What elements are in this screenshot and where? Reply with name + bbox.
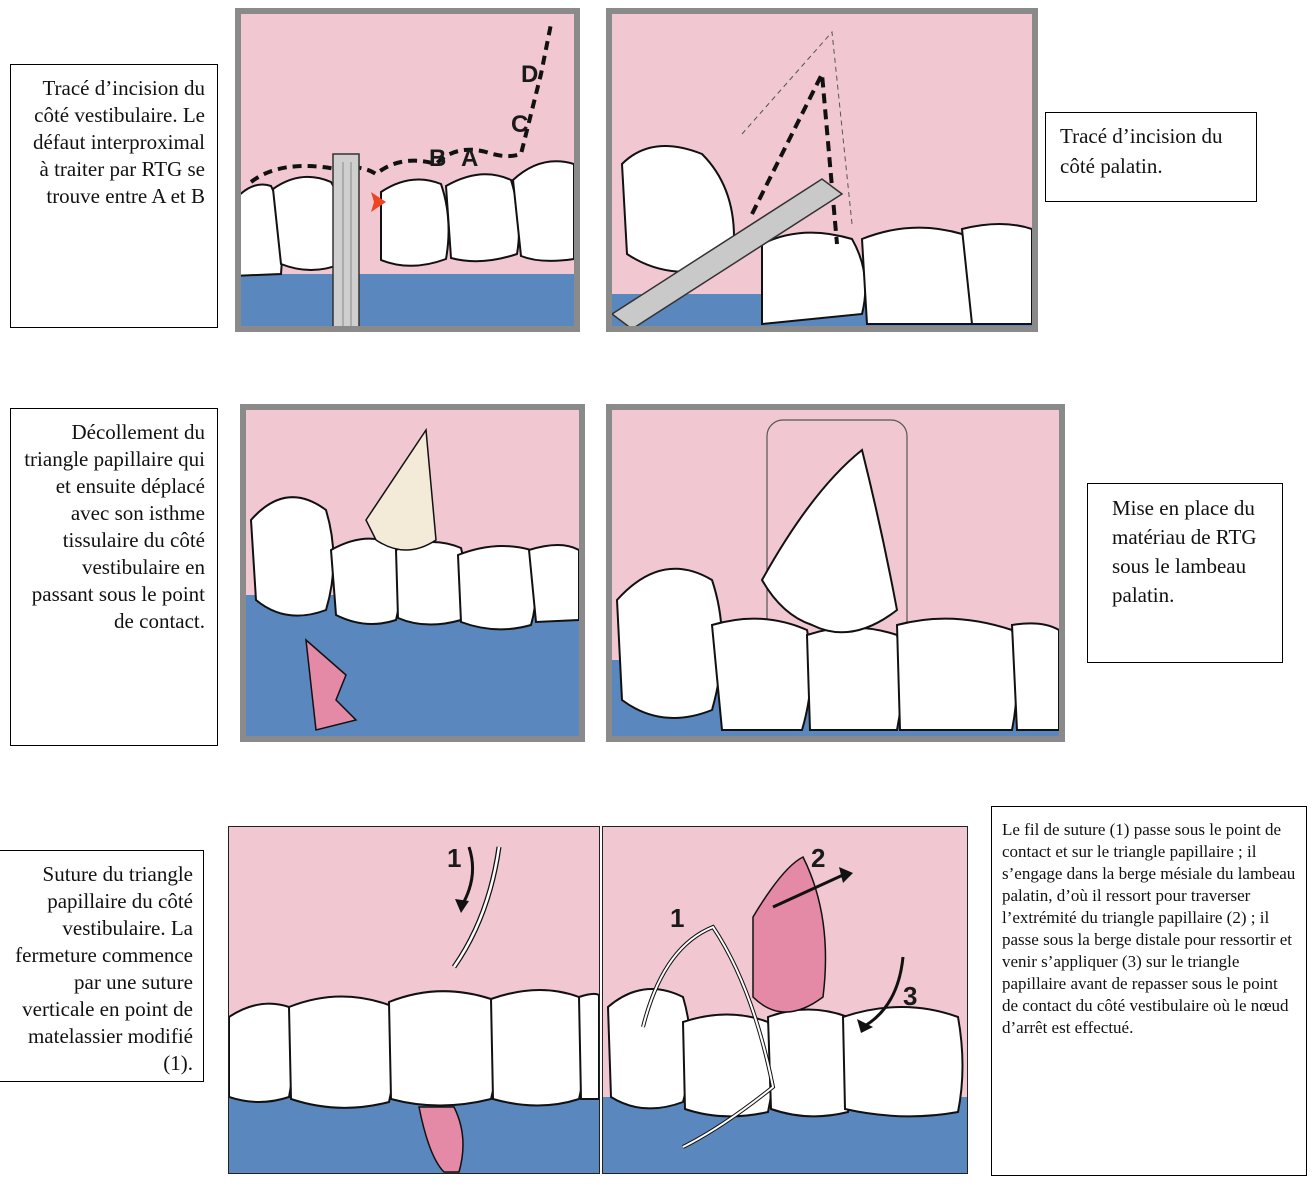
direction-arrow bbox=[461, 847, 473, 907]
panel-detachment bbox=[240, 404, 585, 742]
label-c: C bbox=[511, 111, 528, 138]
caption-membrane-placement: Mise en place du matériau de RTG sous le… bbox=[1087, 483, 1283, 663]
papillary-triangle bbox=[366, 430, 436, 550]
caption-palatal-incision: Tracé d’incision du côté palatin. bbox=[1045, 112, 1257, 202]
teeth-row bbox=[229, 990, 599, 1108]
panel-suture-path: 1 2 3 bbox=[602, 826, 968, 1174]
caption-vestibular-incision: Tracé d’incision du côté vestibulaire. L… bbox=[10, 64, 218, 328]
palatal-incision-illustration bbox=[612, 14, 1032, 326]
label-step-1: 1 bbox=[670, 903, 684, 933]
label-d: D bbox=[521, 61, 538, 88]
teeth-row bbox=[241, 161, 574, 276]
papillary-triangle bbox=[753, 857, 826, 1012]
detachment-illustration bbox=[246, 410, 579, 736]
membrane-placement-illustration bbox=[612, 410, 1059, 736]
label-step-1: 1 bbox=[447, 843, 461, 873]
vestibular-incision-illustration: B A C D bbox=[241, 14, 574, 326]
caption-suture-path: Le fil de suture (1) passe sous le point… bbox=[991, 806, 1307, 1176]
bone-area bbox=[241, 274, 574, 326]
incision-line bbox=[251, 24, 551, 182]
suture-path-illustration: 1 2 3 bbox=[603, 827, 967, 1173]
label-a: A bbox=[461, 145, 478, 172]
label-b: B bbox=[429, 145, 446, 172]
palatal-flap bbox=[762, 450, 897, 632]
label-step-3: 3 bbox=[903, 981, 917, 1011]
panel-palatal-incision bbox=[606, 8, 1038, 332]
panel-suture-vertical: 1 bbox=[228, 826, 600, 1174]
suture-vertical-illustration: 1 bbox=[229, 827, 599, 1173]
panel-vestibular-incision: B A C D bbox=[235, 8, 580, 332]
label-step-2: 2 bbox=[811, 843, 825, 873]
caption-detachment: Décollement du triangle papillaire qui e… bbox=[10, 408, 218, 746]
periodontal-probe bbox=[333, 154, 359, 326]
caption-suture-vertical: Suture du triangle papillaire du côté ve… bbox=[0, 850, 204, 1082]
panel-membrane-placement bbox=[606, 404, 1065, 742]
